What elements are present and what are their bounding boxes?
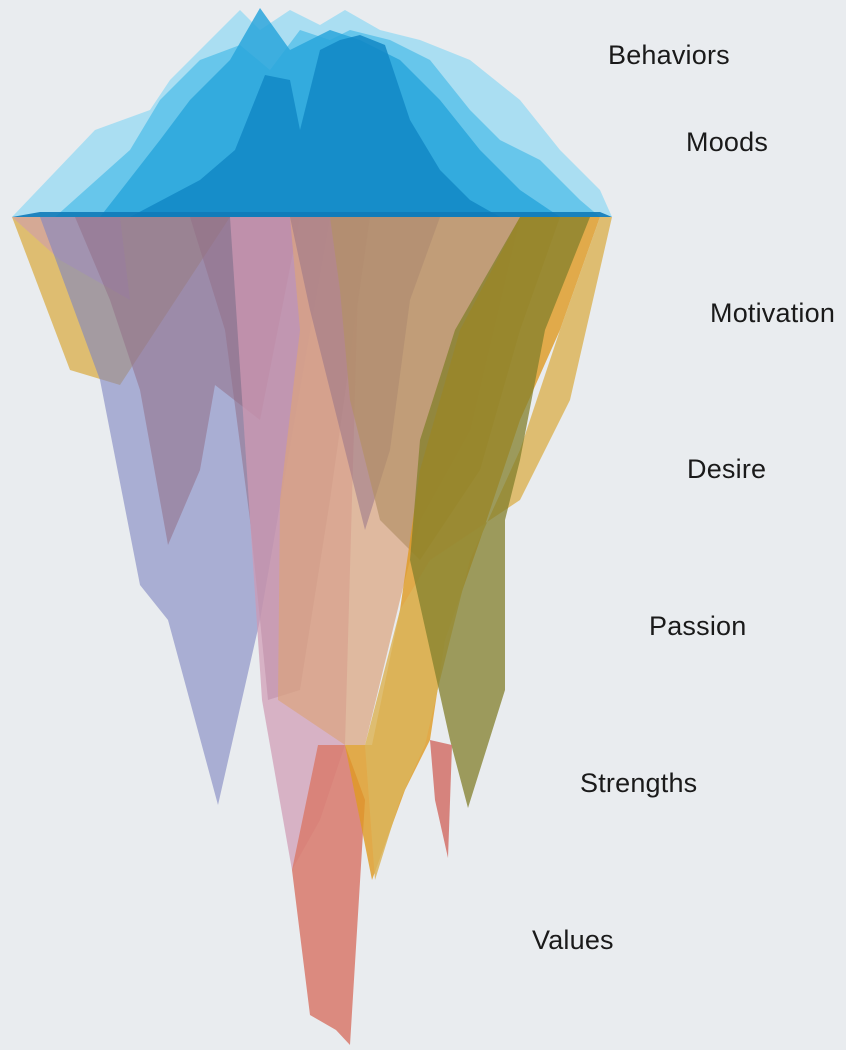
label-passion: Passion xyxy=(649,611,747,641)
label-behaviors: Behaviors xyxy=(608,40,730,70)
tip-waterline xyxy=(12,212,612,217)
iceberg-tip xyxy=(12,8,612,217)
label-motivation: Motivation xyxy=(710,298,836,328)
shard-salmon xyxy=(292,745,365,1045)
label-desire: Desire xyxy=(687,454,767,484)
tip-dark xyxy=(130,35,500,217)
shard-red-thin xyxy=(430,740,452,858)
label-strengths: Strengths xyxy=(580,768,698,798)
shard-gold-right xyxy=(365,217,612,880)
label-values: Values xyxy=(532,925,614,955)
iceberg-submerged xyxy=(12,217,612,1045)
shard-olive xyxy=(410,217,590,808)
label-moods: Moods xyxy=(686,127,769,157)
